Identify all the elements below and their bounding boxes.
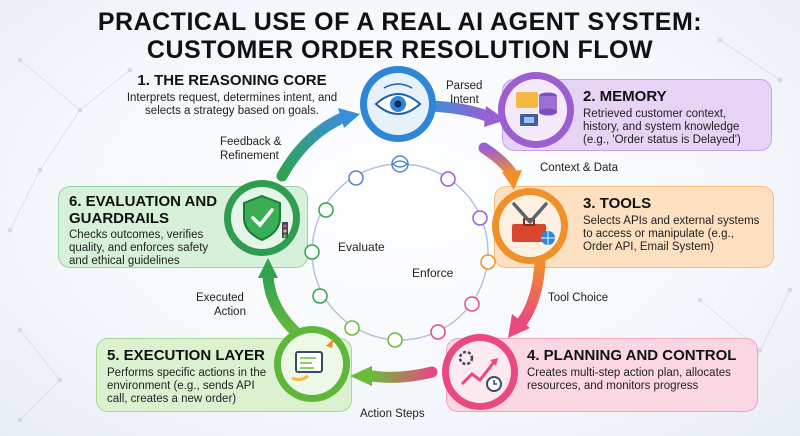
flow-label-executed-1: Executed: [196, 292, 244, 304]
shield-check-icon: [243, 194, 288, 242]
tools-desc: Selects APIs and external systems to acc…: [583, 215, 760, 253]
reasoning-core-desc: Interprets request, determines intent, a…: [126, 92, 338, 117]
arrow-memory-to-tools: [478, 142, 522, 190]
inner-label-enforce: Enforce: [412, 266, 454, 280]
evaluation-node: [224, 180, 300, 256]
reasoning-core-textbox: 1. THE REASONING CORE Interprets request…: [112, 72, 352, 130]
arrow-tools-to-planning: [508, 256, 546, 338]
flow-label-parsed-intent-2: Intent: [450, 94, 479, 106]
database-folder-icon: [516, 92, 557, 126]
execution-node: [274, 326, 350, 402]
strategy-chart-icon: [458, 350, 502, 392]
reasoning-core-title: 1. THE REASONING CORE: [137, 72, 327, 89]
inner-label-evaluate: Evaluate: [338, 240, 385, 254]
arrow-planning-to-execution: [350, 366, 438, 386]
flow-label-tool-choice: Tool Choice: [548, 292, 609, 304]
planning-desc: Creates multi-step action plan, allocate…: [527, 367, 731, 392]
evaluation-desc: Checks outcomes, verifies quality, and e…: [69, 229, 209, 267]
flow-label-context-data: Context & Data: [540, 162, 618, 174]
evaluation-title-line2: GUARDRAILS: [69, 210, 169, 227]
inner-eye-icon: [392, 160, 408, 168]
flow-label-feedback-1: Feedback &: [220, 136, 282, 148]
diagram-title-line1: PRACTICAL USE OF A REAL AI AGENT SYSTEM:: [97, 8, 703, 36]
evaluation-title-line1: 6. EVALUATION AND: [69, 193, 218, 210]
flow-label-executed-2: Action: [214, 306, 246, 318]
memory-desc: Retrieved customer context, history, and…: [583, 108, 741, 146]
execution-desc: Performs specific actions in the environ…: [107, 367, 267, 405]
memory-title: 2. MEMORY: [583, 88, 667, 105]
diagram-title-line2: CUSTOMER ORDER RESOLUTION FLOW: [146, 36, 654, 64]
flow-label-feedback-2: Refinement: [220, 150, 279, 162]
flow-label-action-steps: Action Steps: [360, 408, 425, 420]
memory-node: [498, 72, 574, 148]
laptop-rocket-icon: [291, 338, 334, 382]
eye-brain-icon: [374, 83, 422, 115]
arrow-execution-to-evaluation: [258, 258, 306, 342]
arrow-evaluation-to-reasoning: [276, 108, 360, 182]
arrow-reasoning-to-memory: [426, 100, 506, 127]
execution-title: 5. EXECUTION LAYER: [107, 347, 265, 364]
reasoning-node: [360, 66, 436, 142]
planning-title: 4. PLANNING AND CONTROL: [527, 347, 737, 364]
inner-ring-nodes: [304, 155, 496, 348]
tools-title: 3. TOOLS: [583, 195, 652, 212]
toolbox-icon: [512, 202, 555, 245]
tools-node: [492, 188, 568, 264]
planning-node: [442, 334, 518, 410]
flow-label-parsed-intent-1: Parsed: [446, 80, 483, 92]
